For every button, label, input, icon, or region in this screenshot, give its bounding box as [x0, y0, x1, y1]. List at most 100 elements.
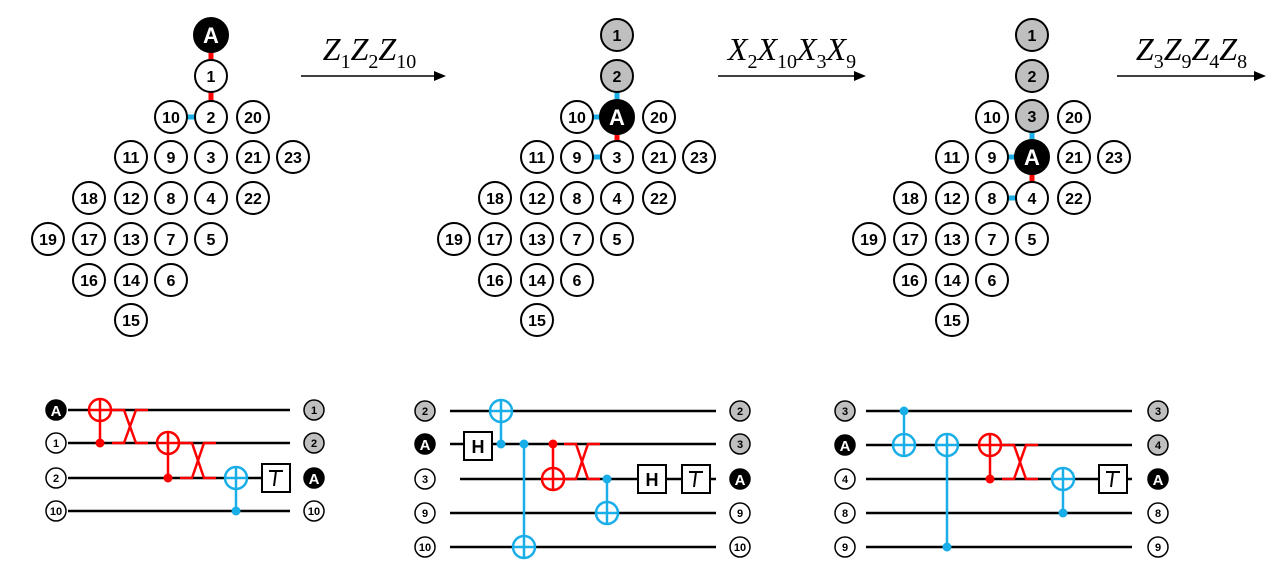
qubit-13-label: 13 — [943, 232, 961, 249]
qubit-11-label: 11 — [944, 150, 961, 167]
cnot-target — [488, 398, 514, 424]
operator-index: 1 — [341, 51, 351, 73]
qubit-7-label: 7 — [167, 232, 176, 249]
qubit-2: 2 — [600, 59, 634, 93]
arrow-head-icon — [434, 71, 446, 81]
qubit-6-circle — [154, 263, 188, 297]
input-label-1-circle — [45, 432, 67, 454]
output-label-A: A — [303, 467, 325, 489]
qubit-13: 13 — [935, 222, 969, 256]
qubit-18-circle — [72, 181, 106, 215]
input-label-9-circle — [414, 502, 436, 524]
output-label-9: 9 — [1147, 536, 1169, 558]
qubit-23-label: 23 — [284, 150, 302, 167]
qubit-2-label: 2 — [613, 69, 622, 86]
qubit-15: 15 — [520, 303, 554, 337]
qubit-20: 20 — [236, 100, 270, 134]
qubit-3-label: 3 — [207, 150, 216, 167]
qubit-9: 9 — [154, 140, 188, 174]
qubit-9-label: 9 — [988, 150, 997, 167]
input-label-2: 2 — [45, 467, 67, 489]
qubit-18-circle — [478, 181, 512, 215]
qubit-8: 8 — [154, 181, 188, 215]
output-label-2-circle — [303, 432, 325, 454]
input-label-A-circle — [45, 399, 67, 421]
qubit-22-label: 22 — [650, 191, 668, 208]
qubit-5-label: 5 — [1028, 232, 1037, 249]
qubit-4: 4 — [194, 181, 228, 215]
qubit-5-label: 5 — [613, 232, 622, 249]
qubit-14-label: 14 — [528, 273, 546, 290]
ancilla-qubit: A — [1014, 139, 1050, 175]
qubit-10-label: 10 — [568, 110, 586, 127]
qubit-17-label: 17 — [486, 232, 504, 249]
qubit-23: 23 — [1097, 140, 1131, 174]
operator-index: 8 — [1237, 51, 1247, 73]
cnot-gate — [1050, 466, 1076, 518]
output-label-1: 1 — [303, 399, 325, 421]
qubit-14: 14 — [520, 263, 554, 297]
output-label-4: 4 — [1147, 434, 1169, 456]
input-label-1-label: 1 — [53, 438, 59, 450]
output-label-A-label: A — [1153, 472, 1164, 489]
qubit-16-circle — [72, 263, 106, 297]
qubit-4: 4 — [600, 181, 634, 215]
qubit-16: 16 — [893, 263, 927, 297]
qubit-8-circle — [975, 181, 1009, 215]
cnot-control — [163, 473, 173, 483]
qubit-16-circle — [893, 263, 927, 297]
stabilizer-label: Z3Z9Z4Z8 — [1136, 31, 1247, 73]
output-label-1-label: 1 — [311, 405, 317, 417]
input-label-3-circle — [834, 400, 856, 422]
qubit-13: 13 — [114, 222, 148, 256]
qubit-23: 23 — [276, 140, 310, 174]
operator-index: 10 — [396, 51, 416, 73]
input-label-A: A — [45, 399, 67, 421]
operator: Z — [351, 31, 370, 67]
operator: X — [825, 31, 848, 67]
qubit-13-circle — [520, 222, 554, 256]
qubit-22-circle — [236, 181, 270, 215]
output-label-A-circle — [1147, 468, 1169, 490]
qubit-18: 18 — [478, 181, 512, 215]
qubit-19: 19 — [31, 222, 65, 256]
input-label-A: A — [834, 434, 856, 456]
qubit-23-circle — [1097, 140, 1131, 174]
input-label-3: 3 — [414, 468, 436, 490]
input-label-10-circle — [45, 500, 67, 522]
hadamard-gate: H — [463, 431, 493, 461]
qubit-18-circle — [893, 181, 927, 215]
qubit-11: 11 — [114, 140, 148, 174]
qubit-20-label: 20 — [244, 110, 262, 127]
input-label-9: 9 — [414, 502, 436, 524]
input-label-2-label: 2 — [53, 473, 59, 485]
arrow-head-icon — [1254, 71, 1266, 81]
qubit-3-circle — [1015, 99, 1049, 133]
input-label-10-circle — [414, 536, 436, 558]
cnot-control — [496, 439, 506, 449]
output-label-3-circle — [729, 433, 751, 455]
qubit-17-label: 17 — [80, 232, 98, 249]
output-label-A: A — [1147, 468, 1169, 490]
input-label-A-label: A — [840, 438, 851, 455]
qubit-3: 3 — [1015, 99, 1049, 133]
qubit-9-circle — [154, 140, 188, 174]
qubit-1: 1 — [194, 59, 228, 93]
output-label-10: 10 — [303, 500, 325, 522]
measurement-icon — [261, 463, 291, 493]
qubit-22: 22 — [642, 181, 676, 215]
output-label-3-label: 3 — [1155, 406, 1161, 418]
operator: X — [795, 31, 818, 67]
qubit-2-label: 2 — [1028, 69, 1037, 86]
output-label-9-label: 9 — [1155, 542, 1161, 554]
cnot-target — [977, 432, 1003, 458]
output-label-4-label: 4 — [1155, 440, 1162, 452]
input-label-3-label: 3 — [842, 406, 848, 418]
hadamard-label: H — [646, 470, 659, 490]
qubit-22: 22 — [1057, 181, 1091, 215]
qubit-6: 6 — [560, 263, 594, 297]
measurement-icon — [1098, 464, 1128, 494]
input-label-4-label: 4 — [842, 474, 849, 486]
qubit-12-circle — [114, 181, 148, 215]
qubit-19-circle — [437, 222, 471, 256]
